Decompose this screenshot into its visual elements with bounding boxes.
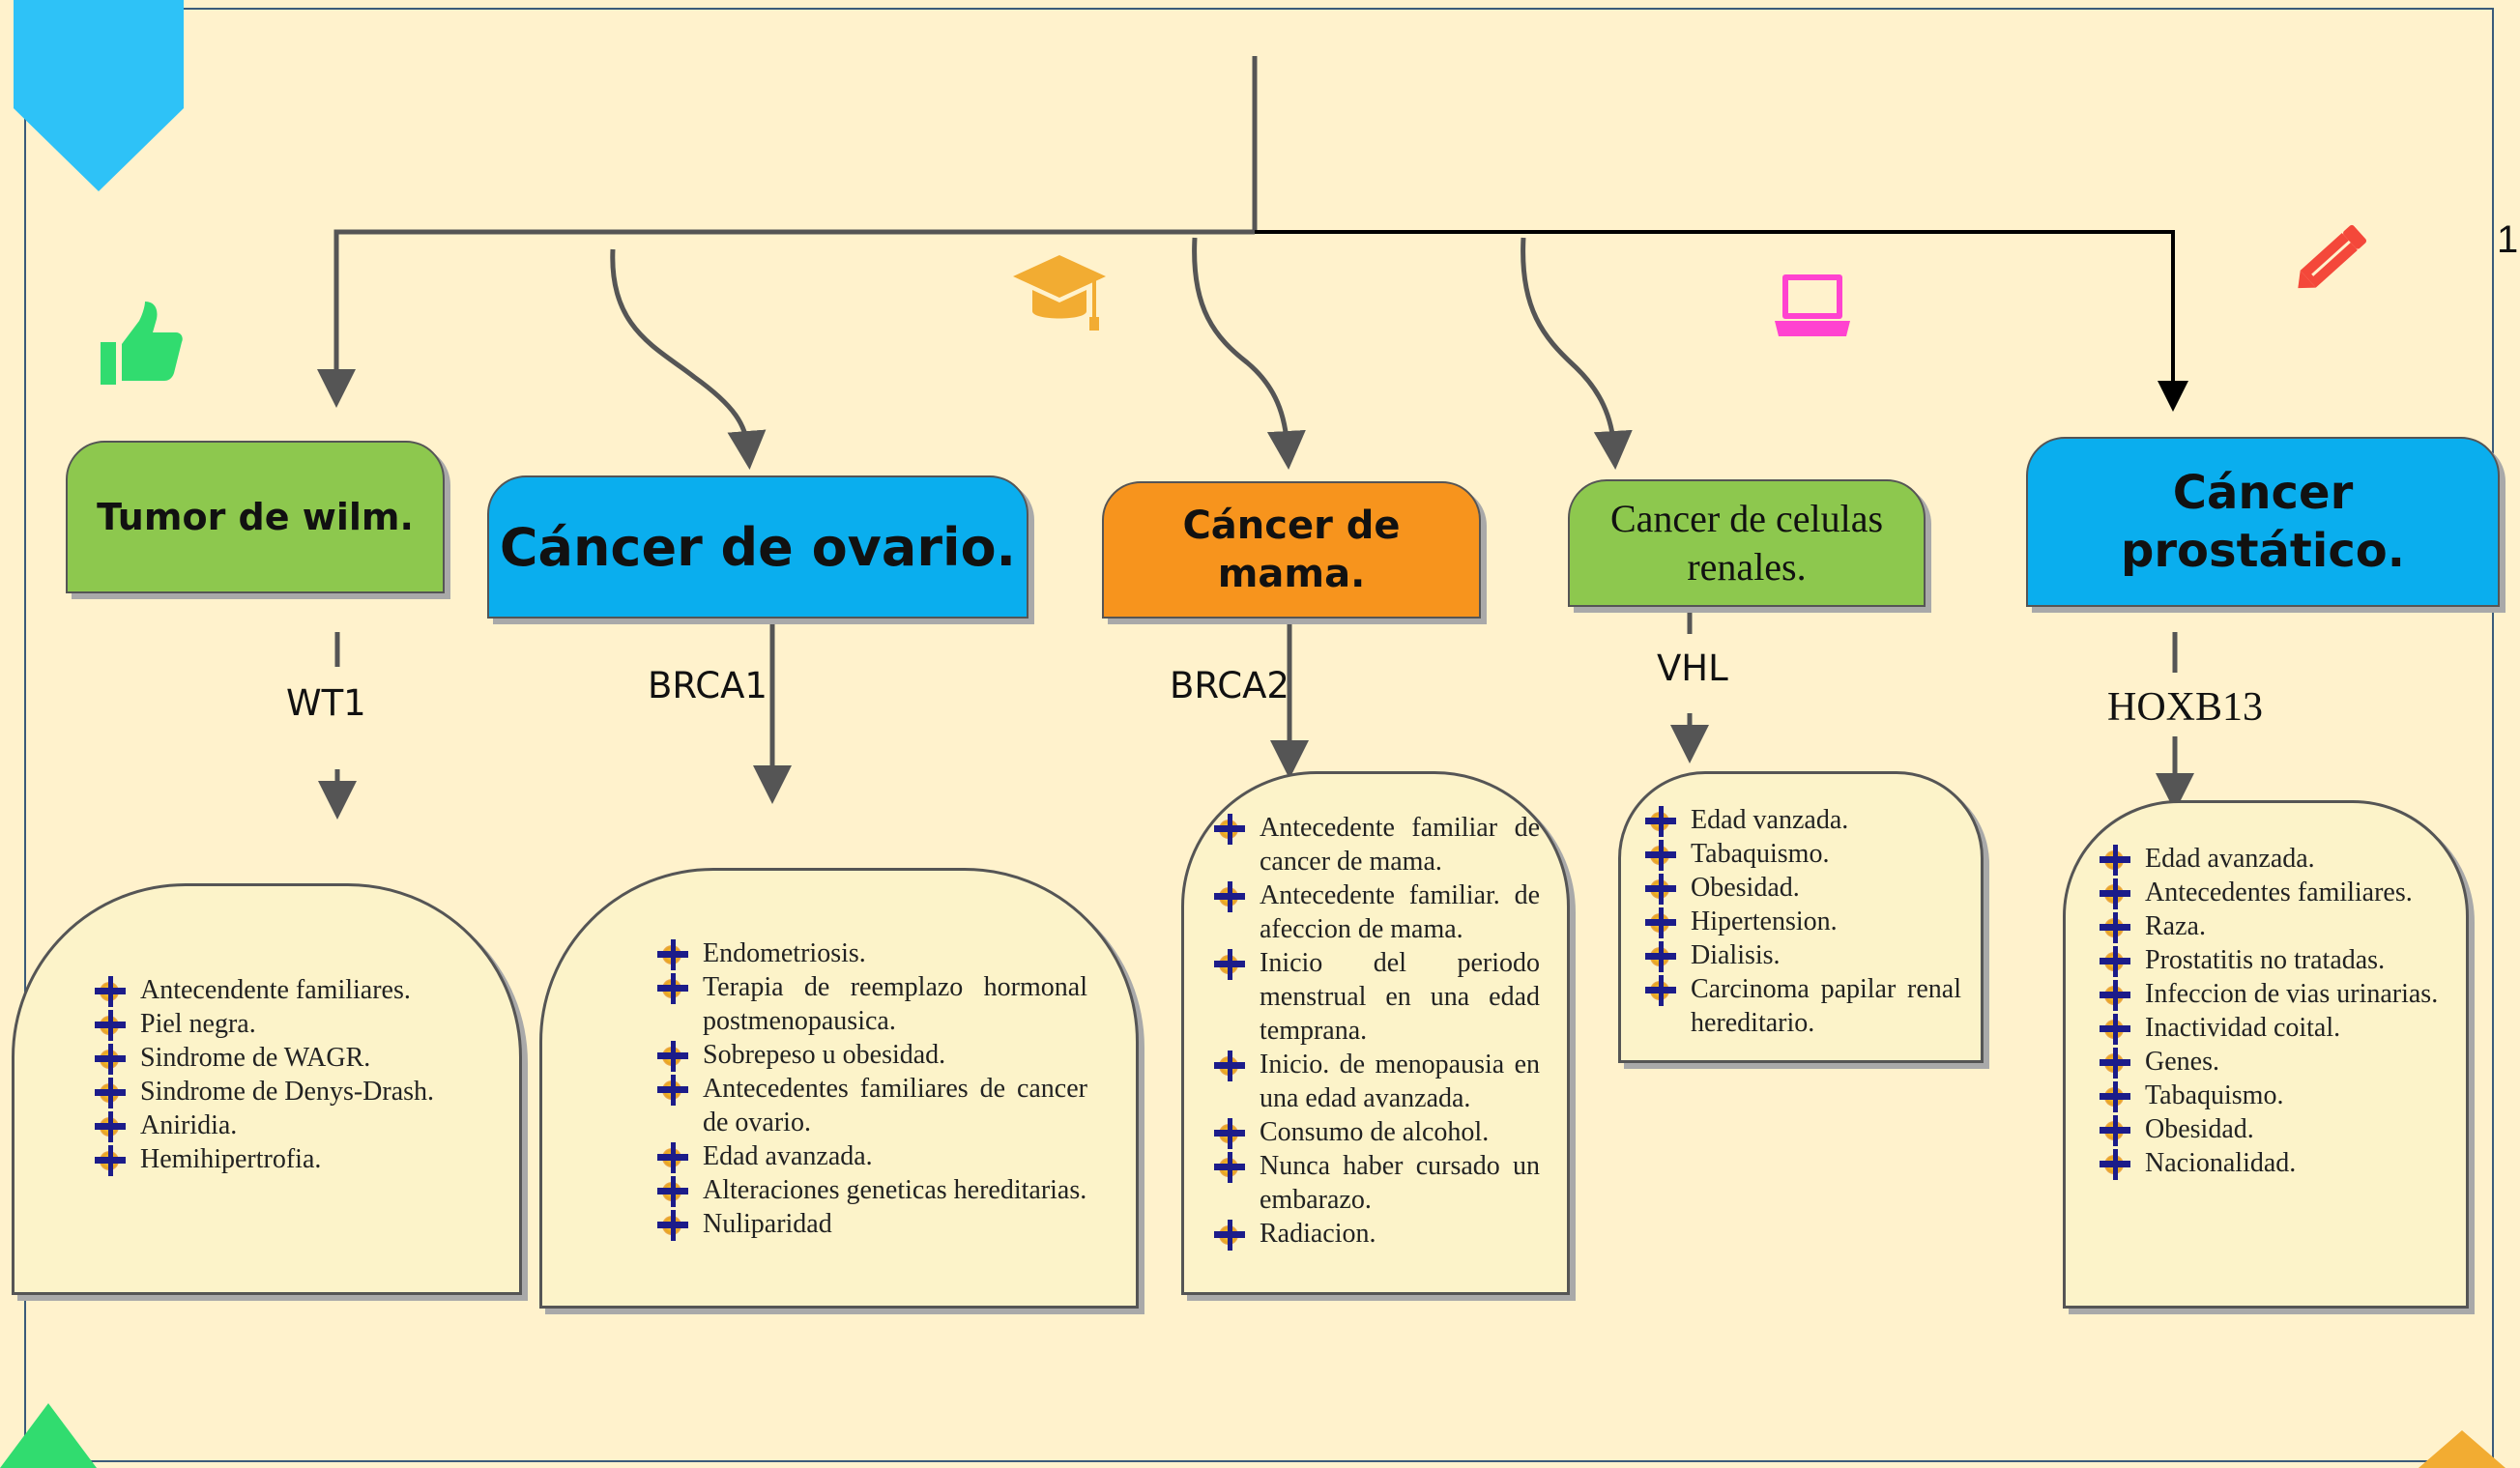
cross-bullet-icon	[1213, 1118, 1246, 1149]
node-header-ovario: Cáncer de ovario.	[487, 475, 1028, 619]
cross-bullet-icon	[2099, 878, 2131, 909]
list-item: Carcinoma papilar renal hereditario.	[1644, 972, 1961, 1040]
gene-label-brca2: BRCA2	[1170, 665, 1289, 706]
cross-bullet-icon	[656, 1142, 689, 1173]
cross-bullet-icon	[2099, 946, 2131, 977]
node-header-wilm: Tumor de wilm.	[66, 441, 445, 593]
cross-bullet-icon	[1644, 975, 1677, 1006]
cross-bullet-icon	[1213, 1152, 1246, 1183]
gene-label-brca1: BRCA1	[648, 665, 768, 706]
corner-triangle-orange	[2419, 1430, 2506, 1468]
list-item: Antecendente familiares.	[94, 973, 500, 1007]
list-item: Aniridia.	[94, 1108, 500, 1142]
cross-bullet-icon	[1644, 806, 1677, 837]
list-item: Edad vanzada.	[1644, 803, 1961, 837]
cross-bullet-icon	[1213, 814, 1246, 845]
node-header-prostatico: Cáncer prostático.	[2026, 437, 2500, 607]
list-item: Nuliparidad	[656, 1207, 1087, 1241]
list-item: Sindrome de WAGR.	[94, 1041, 500, 1075]
gene-label-vhl: VHL	[1657, 648, 1728, 689]
list-item: Inicio del periodo menstrual en una edad…	[1213, 946, 1540, 1048]
cross-bullet-icon	[2099, 1014, 2131, 1045]
list-item: Terapia de reemplazo hormonal postmenopa…	[656, 970, 1087, 1038]
list-item: Obesidad.	[2099, 1112, 2439, 1146]
cross-bullet-icon	[2099, 1048, 2131, 1079]
cross-bullet-icon	[2099, 980, 2131, 1011]
list-item: Sobrepeso u obesidad.	[656, 1038, 1087, 1072]
list-item: Radiacion.	[1213, 1217, 1540, 1251]
cross-bullet-icon	[656, 1176, 689, 1207]
risk-list-ovario: Endometriosis.Terapia de reemplazo hormo…	[539, 868, 1139, 1309]
list-item: Consumo de alcohol.	[1213, 1115, 1540, 1149]
list-item: Piel negra.	[94, 1007, 500, 1041]
list-item: Antecedentes familiares de cancer de ova…	[656, 1072, 1087, 1139]
cross-bullet-icon	[94, 1044, 127, 1075]
cross-bullet-icon	[2099, 912, 2131, 943]
list-item: Edad avanzada.	[656, 1139, 1087, 1173]
risk-list-prostatico: Edad avanzada.Antecedentes familiares.Ra…	[2063, 800, 2469, 1309]
risk-list-renales: Edad vanzada.Tabaquismo.Obesidad.Hiperte…	[1618, 771, 1984, 1063]
page-frame	[24, 8, 2494, 1462]
node-header-renales: Cancer de celulas renales.	[1568, 479, 1926, 607]
cross-bullet-icon	[1644, 941, 1677, 972]
list-item: Nunca haber cursado un embarazo.	[1213, 1149, 1540, 1217]
cross-bullet-icon	[1644, 907, 1677, 938]
cross-bullet-icon	[656, 939, 689, 970]
laptop-icon	[1775, 274, 1850, 336]
cross-bullet-icon	[1213, 949, 1246, 980]
cross-bullet-icon	[1213, 1051, 1246, 1081]
list-item: Prostatitis no tratadas.	[2099, 943, 2439, 977]
cross-bullet-icon	[2099, 1081, 2131, 1112]
list-item: Hipertension.	[1644, 905, 1961, 938]
list-item: Dialisis.	[1644, 938, 1961, 972]
cross-bullet-icon	[94, 1145, 127, 1176]
list-item: Raza.	[2099, 909, 2439, 943]
list-item: Infeccion de vias urinarias.	[2099, 977, 2439, 1011]
risk-list-wilm: Antecendente familiares.Piel negra.Sindr…	[12, 883, 522, 1295]
cross-bullet-icon	[94, 1010, 127, 1041]
list-item: Tabaquismo.	[1644, 837, 1961, 871]
list-item: Alteraciones geneticas hereditarias.	[656, 1173, 1087, 1207]
graduation-cap-icon	[1013, 255, 1106, 331]
list-item: Nacionalidad.	[2099, 1146, 2439, 1180]
list-item: Inactividad coital.	[2099, 1011, 2439, 1045]
cross-bullet-icon	[1644, 874, 1677, 905]
list-item: Inicio. de menopausia en una edad avanza…	[1213, 1048, 1540, 1115]
list-item: Edad avanzada.	[2099, 842, 2439, 876]
gene-label-wt1: WT1	[286, 682, 366, 724]
cross-bullet-icon	[1213, 881, 1246, 912]
cross-bullet-icon	[2099, 1149, 2131, 1180]
list-item: Hemihipertrofia.	[94, 1142, 500, 1176]
gene-label-hoxb13: HOXB13	[2107, 685, 2264, 730]
bookmark-icon	[14, 0, 184, 191]
cross-bullet-icon	[2099, 845, 2131, 876]
list-item: Antecedente familiar. de afeccion de mam…	[1213, 878, 1540, 946]
cross-bullet-icon	[656, 1210, 689, 1241]
pencil-icon	[2298, 224, 2367, 289]
cross-bullet-icon	[94, 1111, 127, 1142]
cross-bullet-icon	[656, 1041, 689, 1072]
cross-bullet-icon	[656, 1075, 689, 1106]
list-item: Antecedente familiar de cancer de mama.	[1213, 811, 1540, 878]
list-item: Sindrome de Denys-Drash.	[94, 1075, 500, 1108]
list-item: Endometriosis.	[656, 936, 1087, 970]
node-header-mama: Cáncer de mama.	[1102, 481, 1481, 619]
cross-bullet-icon	[94, 1078, 127, 1108]
risk-list-mama: Antecedente familiar de cancer de mama.A…	[1181, 771, 1570, 1295]
cross-bullet-icon	[1644, 840, 1677, 871]
cross-bullet-icon	[94, 976, 127, 1007]
list-item: Tabaquismo.	[2099, 1079, 2439, 1112]
cross-bullet-icon	[2099, 1115, 2131, 1146]
thumbs-up-icon	[101, 302, 183, 385]
cross-bullet-icon	[656, 973, 689, 1004]
page-number: 1	[2497, 218, 2519, 261]
list-item: Obesidad.	[1644, 871, 1961, 905]
list-item: Genes.	[2099, 1045, 2439, 1079]
list-item: Antecedentes familiares.	[2099, 876, 2439, 909]
corner-triangle-green	[0, 1403, 97, 1468]
cross-bullet-icon	[1213, 1220, 1246, 1251]
